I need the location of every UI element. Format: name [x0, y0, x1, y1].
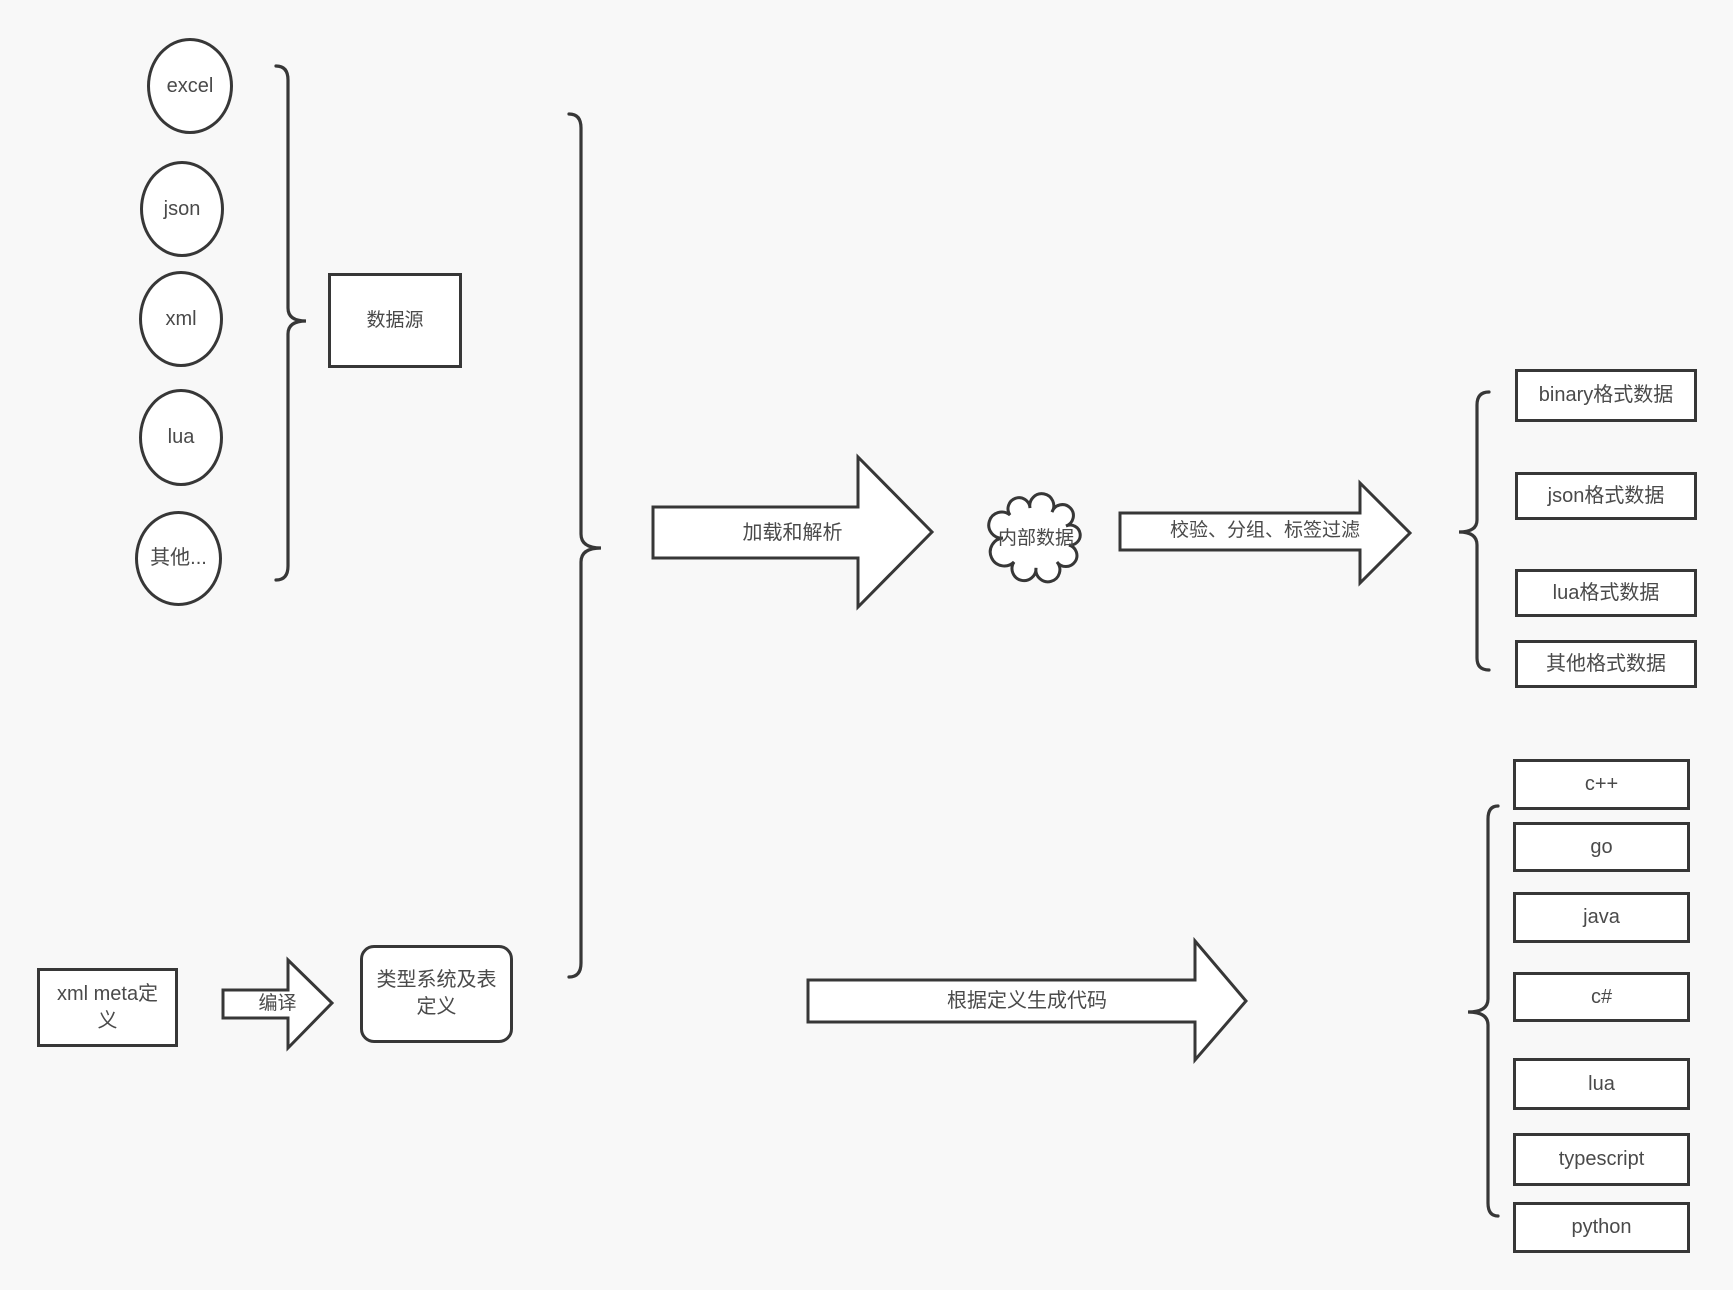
codegen-arrow-label: 根据定义生成代码	[947, 990, 1107, 1012]
language-box-python: python	[1513, 1202, 1690, 1253]
source-node-excel: excel	[147, 38, 233, 134]
language-box-typescript: typescript	[1513, 1133, 1690, 1186]
load-parse-arrow-label: 加载和解析	[742, 521, 843, 544]
formats-group-brace	[1458, 390, 1491, 672]
data-source-box: 数据源	[328, 273, 462, 368]
source-node-xml: xml	[139, 271, 223, 367]
format-box-other: 其他格式数据	[1515, 640, 1697, 688]
language-box-csharp: c#	[1513, 972, 1690, 1022]
compile-arrow	[221, 956, 335, 1052]
xml-meta-box: xml meta定义	[37, 968, 178, 1047]
language-box-lua: lua	[1513, 1058, 1690, 1110]
internal-data-cloud	[987, 492, 1082, 584]
load-parse-arrow	[651, 453, 935, 611]
language-box-go: go	[1513, 822, 1690, 872]
language-box-java: java	[1513, 892, 1690, 943]
format-box-json: json格式数据	[1515, 472, 1697, 520]
source-group-brace	[274, 64, 307, 582]
main-input-brace	[567, 112, 602, 979]
filter-arrow	[1118, 479, 1413, 587]
internal-data-label: 内部数据	[997, 527, 1074, 549]
language-box-cpp: c++	[1513, 759, 1690, 810]
format-box-lua: lua格式数据	[1515, 569, 1697, 617]
codegen-arrow	[806, 936, 1248, 1065]
source-node-json: json	[140, 161, 224, 257]
format-box-binary: binary格式数据	[1515, 369, 1697, 422]
compile-arrow-label: 编译	[258, 992, 297, 1014]
source-node-other: 其他...	[135, 511, 222, 606]
source-node-lua: lua	[139, 389, 223, 486]
filter-arrow-label: 校验、分组、标签过滤	[1169, 520, 1360, 542]
type-system-box: 类型系统及表定义	[360, 945, 513, 1043]
languages-group-brace	[1467, 804, 1500, 1218]
